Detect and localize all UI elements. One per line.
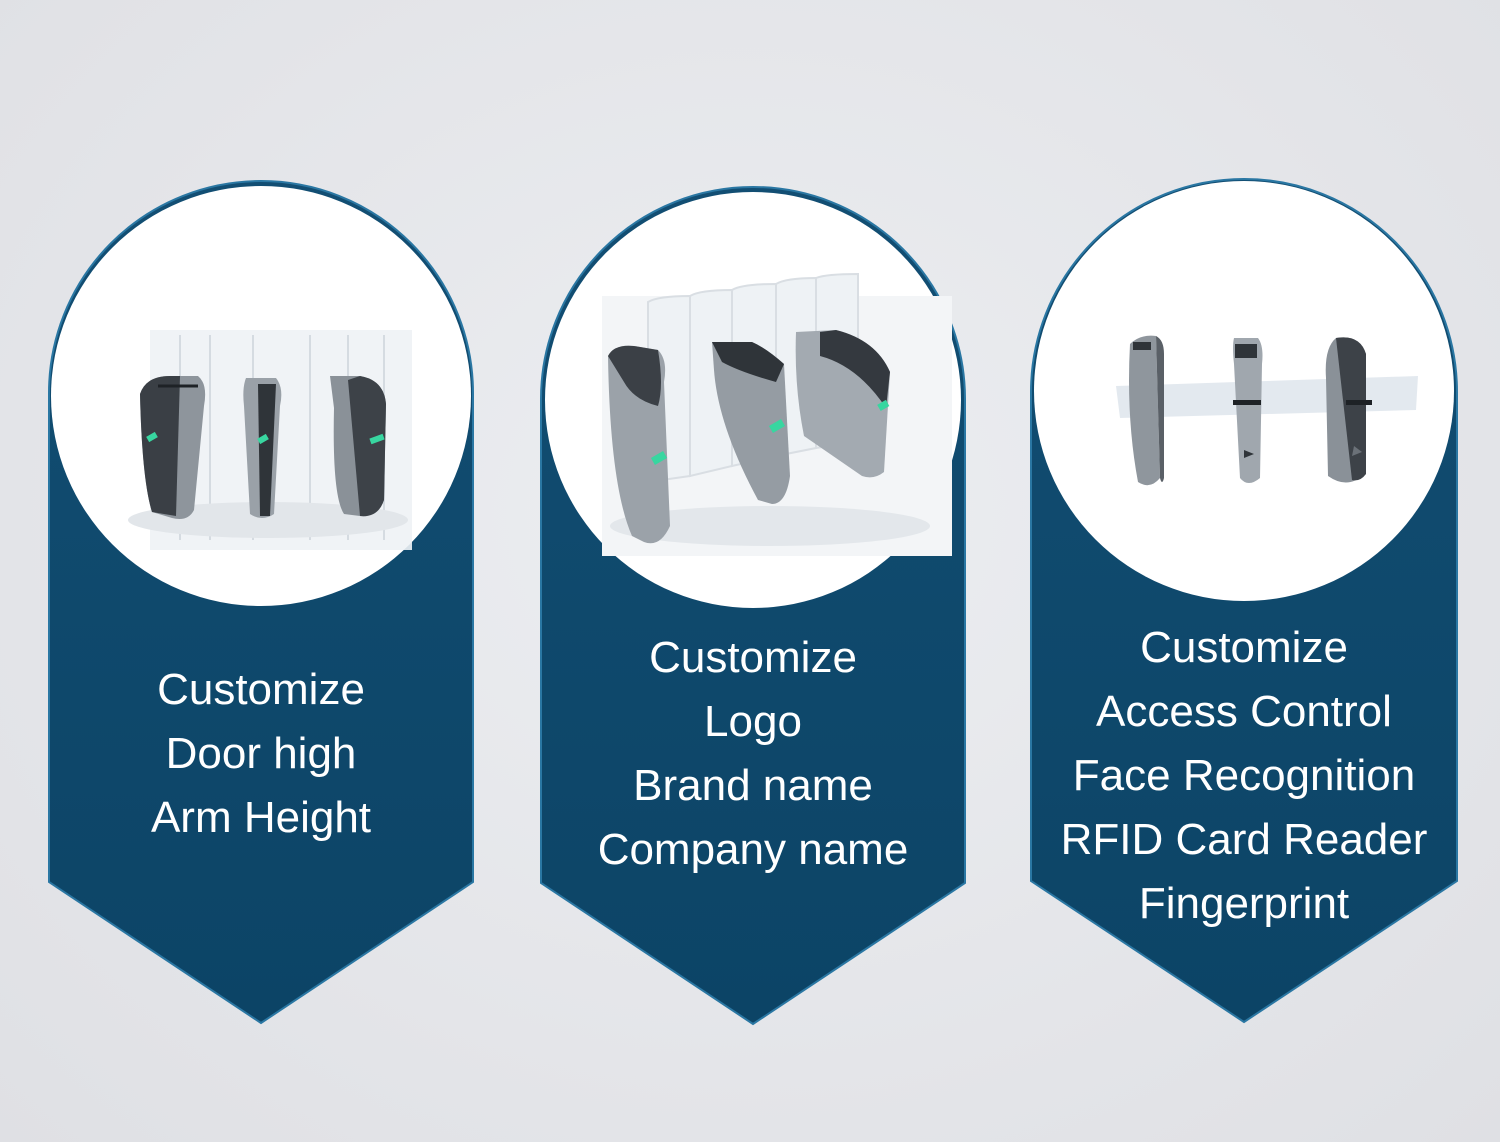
- feature-card-access-control: Customize Access Control Face Recognitio…: [1030, 178, 1458, 1024]
- card-line: Company name: [597, 825, 909, 874]
- feature-card-branding: Customize Logo Brand name Company name: [540, 186, 966, 1026]
- card-line: Customize: [1140, 623, 1348, 672]
- card-shape: [48, 180, 474, 1025]
- card-line: Access Control: [1096, 687, 1392, 736]
- card-shape: [1030, 178, 1458, 1024]
- turnstile-gates-icon: [1116, 335, 1418, 486]
- card-line: Door high: [165, 729, 357, 778]
- turnstile-gates-icon: [602, 272, 952, 556]
- card-line: Face Recognition: [1072, 751, 1416, 800]
- feature-card-door-arm-height: Customize Door high Arm Height: [48, 180, 474, 1025]
- card-text-door-arm-height: Customize Door high Arm Height: [48, 658, 474, 850]
- card-line: Arm Height: [150, 793, 372, 842]
- card-line: Customize: [649, 633, 857, 682]
- card-line: Customize: [157, 665, 365, 714]
- card-line: Fingerprint: [1138, 879, 1350, 928]
- turnstile-gates-icon: [128, 330, 412, 550]
- card-line: Logo: [704, 697, 802, 746]
- card-text-branding: Customize Logo Brand name Company name: [540, 626, 966, 882]
- card-text-access-control: Customize Access Control Face Recognitio…: [1030, 616, 1458, 936]
- card-shape: [540, 186, 966, 1026]
- card-line: RFID Card Reader: [1060, 815, 1428, 864]
- card-line: Brand name: [633, 761, 873, 810]
